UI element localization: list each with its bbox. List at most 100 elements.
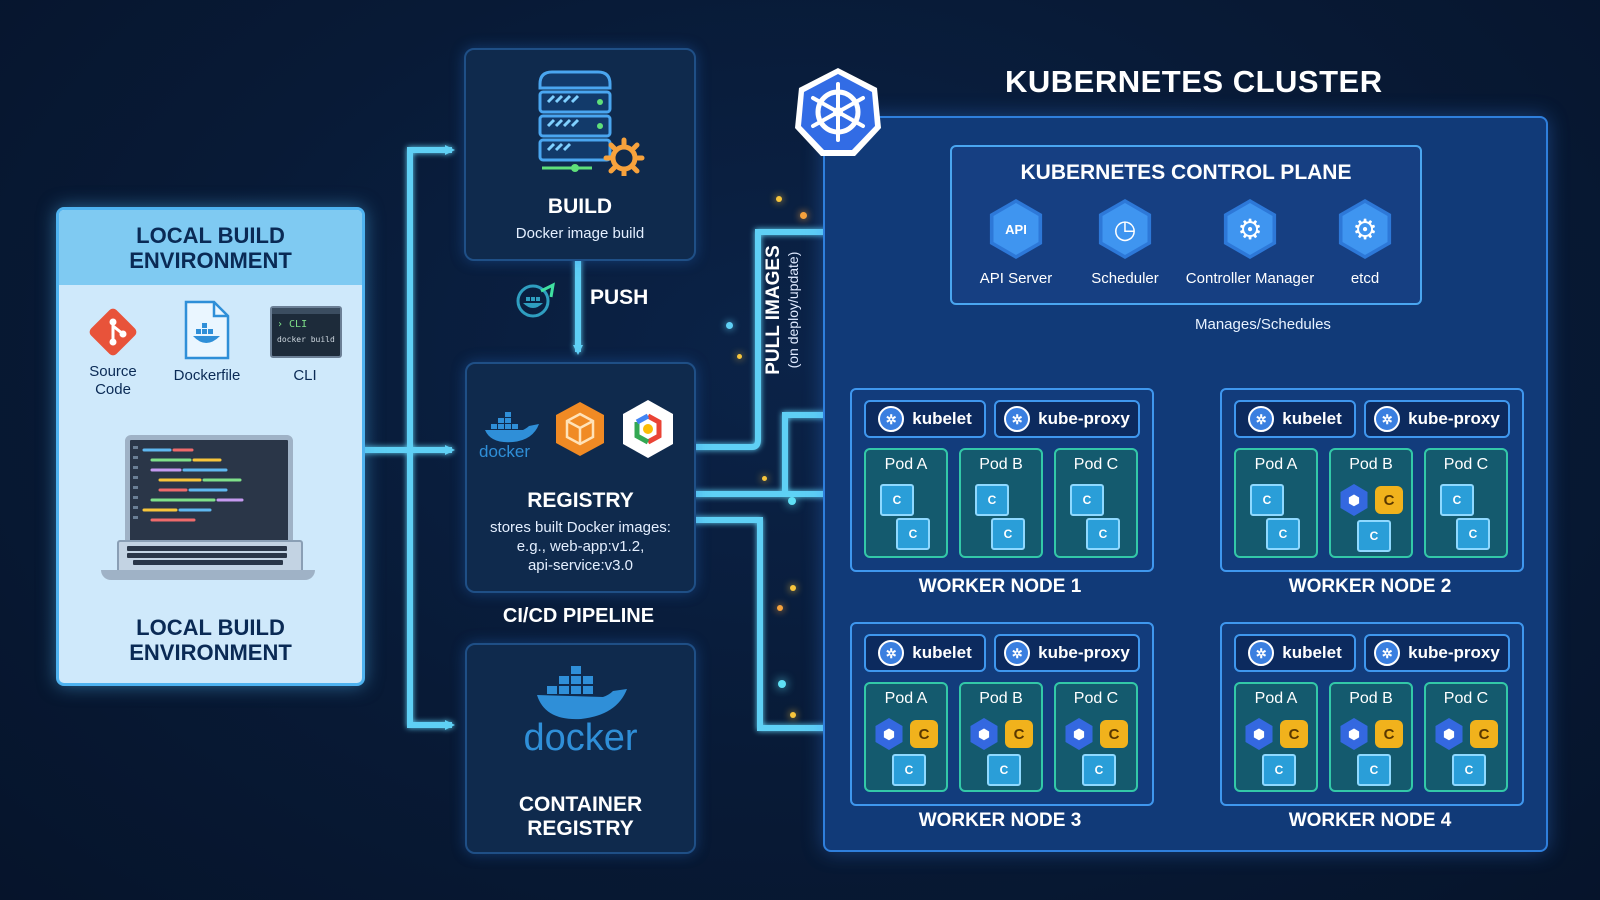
server-icon (532, 66, 652, 179)
kubelet-label: kubelet (1282, 643, 1342, 662)
kubernetes-wheel-icon: ✲ (1248, 406, 1275, 432)
container-icon: C (1440, 484, 1474, 516)
kube-proxy-pill: ✲ kube-proxy (994, 634, 1140, 672)
pod-label: Pod A (1254, 690, 1298, 707)
dockerfile-icon (182, 300, 230, 360)
cicd-pipeline-label: CI/CD PIPELINE (502, 605, 655, 627)
pod-label: Pod C (1443, 456, 1489, 473)
registry-description: stores built Docker images: e.g., web-ap… (490, 519, 671, 574)
controller-manager-label: Controller Manager (1185, 270, 1315, 287)
container-icon: C (1086, 518, 1120, 550)
container-icon: C (1357, 520, 1391, 552)
etcd-label: etcd (1350, 270, 1380, 287)
sparkle (726, 322, 733, 329)
git-icon (85, 304, 141, 360)
dockerfile-label: Dockerfile (173, 367, 241, 384)
package-icon (553, 400, 607, 458)
cloud-registry-icon (617, 398, 679, 460)
pod-label: Pod A (1254, 456, 1298, 473)
kubernetes-wheel-icon: ✲ (1004, 406, 1031, 432)
pod-label: Pod A (884, 690, 928, 707)
build-title: BUILD (547, 195, 613, 218)
kube-proxy-label: kube-proxy (1038, 409, 1130, 428)
terminal-icon: › CLI docker build (270, 306, 342, 358)
scheduler-label: Scheduler (1091, 270, 1159, 287)
clock-glyph: ◷ (1113, 213, 1137, 244)
container-icon: C (1082, 754, 1116, 786)
pod-hex-icon: ⬢ (1435, 718, 1463, 750)
kubernetes-logo-icon (793, 66, 883, 158)
pod-label: Pod C (1073, 456, 1119, 473)
kube-proxy-label: kube-proxy (1038, 643, 1130, 662)
pod-label: Pod B (979, 456, 1023, 473)
pod-hex-icon: ⬢ (1340, 718, 1368, 750)
kubelet-label: kubelet (912, 643, 972, 662)
container-badge-icon: C (1375, 486, 1403, 514)
kube-proxy-pill: ✲kube-proxy (1364, 400, 1510, 438)
cp-scheduler: ◷ Scheduler (1060, 199, 1190, 287)
terminal-prompt-text: › CLI (277, 319, 308, 330)
container-registry-docker-word: docker (523, 717, 638, 759)
container-icon: C (987, 754, 1021, 786)
sparkle (790, 712, 796, 718)
kubelet-pill: ✲ kubelet (1234, 400, 1356, 438)
docker-logo-small: docker (479, 410, 543, 462)
worker-node-2-label: WORKER NODE 2 (1288, 576, 1452, 597)
container-badge-icon: C (910, 720, 938, 748)
pod-label: Pod B (1349, 690, 1393, 707)
container-icon: C (1266, 518, 1300, 550)
kubernetes-wheel-icon: ✲ (878, 640, 905, 666)
pod-label: Pod B (1349, 456, 1393, 473)
container-icon: C (991, 518, 1025, 550)
cli-label: CLI (293, 367, 317, 384)
database-icon: ⚙ (1338, 199, 1392, 259)
sparkle (790, 585, 796, 591)
push-label: PUSH (590, 286, 649, 309)
pull-images-label: PULL IMAGES (763, 245, 784, 375)
container-icon: C (1262, 754, 1296, 786)
pod-hex-icon: ⬢ (1065, 718, 1093, 750)
laptop-base (101, 570, 315, 580)
pull-images-sublabel: (on deploy/update) (785, 251, 801, 369)
kubelet-label: kubelet (1282, 409, 1342, 428)
kubelet-label: kubelet (912, 409, 972, 428)
container-icon: C (1357, 754, 1391, 786)
pod-hex-icon: ⬢ (875, 718, 903, 750)
gear-icon: ⚙ (1223, 199, 1277, 259)
sparkle (737, 354, 742, 359)
container-icon: C (1452, 754, 1486, 786)
sparkle (777, 605, 783, 611)
build-subtitle: Docker image build (515, 225, 645, 242)
worker-node-1-label: WORKER NODE 1 (918, 576, 1082, 597)
container-badge-icon: C (1100, 720, 1128, 748)
container-icon: C (1250, 484, 1284, 516)
pod-hex-icon: ⬢ (1340, 484, 1368, 516)
container-icon: C (1070, 484, 1104, 516)
container-icon: C (1456, 518, 1490, 550)
kube-proxy-pill: ✲ kube-proxy (994, 400, 1140, 438)
build-box: BUILD Docker image build (464, 48, 696, 261)
clock-icon: ◷ (1098, 199, 1152, 259)
container-icon: C (896, 518, 930, 550)
container-icon: C (880, 484, 914, 516)
kubernetes-wheel-icon: ✲ (1004, 640, 1031, 666)
container-badge-icon: C (1280, 720, 1308, 748)
worker-node-4-label: WORKER NODE 4 (1288, 810, 1452, 831)
container-badge-icon: C (1375, 720, 1403, 748)
api-glyph: API (1005, 221, 1027, 237)
kube-proxy-pill: ✲kube-proxy (1364, 634, 1510, 672)
kube-proxy-label: kube-proxy (1408, 409, 1500, 428)
pod-hex-icon: ⬢ (1245, 718, 1273, 750)
cp-controller-manager: ⚙ Controller Manager (1185, 199, 1315, 287)
cp-etcd: ⚙ etcd (1300, 199, 1430, 287)
pod-label: Pod B (979, 690, 1023, 707)
